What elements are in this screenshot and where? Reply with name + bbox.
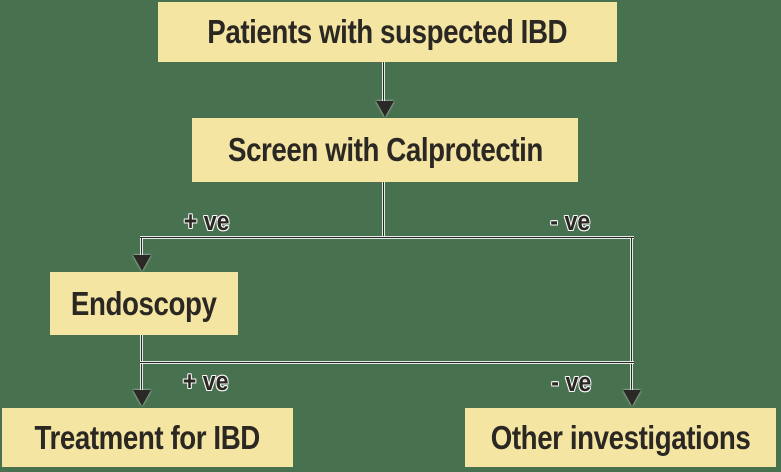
node-treatment-for-ibd: Treatment for IBD [2,408,293,467]
edge-label-text: - ve [550,367,592,397]
edge-label-text: + ve [183,366,229,396]
node-label: Patients with suspected IBD [207,13,568,50]
node-screen-with-calprotectin: Screen with Calprotectin [192,118,578,182]
arrowhead-down-icon [133,255,151,271]
edge-label-screen-negative: - ve [510,206,630,236]
node-label: Treatment for IBD [34,418,261,456]
edge-label-text: + ve [184,206,230,236]
node-label: Other investigations [490,418,751,456]
edge-label-screen-positive: + ve [147,206,267,236]
node-other-investigations: Other investigations [465,408,776,467]
node-label: Endoscopy [71,284,217,322]
arrowhead-down-icon [133,390,151,406]
edge-label-endoscopy-negative: - ve [511,367,631,397]
edge-label-text: - ve [549,206,591,236]
arrowhead-down-icon [623,390,641,406]
edge-screen-branch-horizontal-line [140,236,634,239]
node-label: Screen with Calprotectin [227,131,543,168]
node-endoscopy: Endoscopy [50,272,238,335]
arrowhead-down-icon [376,101,394,117]
edge-endoscopy-branch-horizontal-line [140,361,634,364]
node-patients-with-suspected-ibd: Patients with suspected IBD [158,2,617,62]
edge-screen-branch-stem-line [382,182,385,238]
edge-screen-positive-stem-line [140,238,143,256]
edge-screen-negative-line [630,238,633,390]
edge-patients-to-screen-line [382,62,385,103]
edge-label-endoscopy-positive: + ve [146,366,266,396]
